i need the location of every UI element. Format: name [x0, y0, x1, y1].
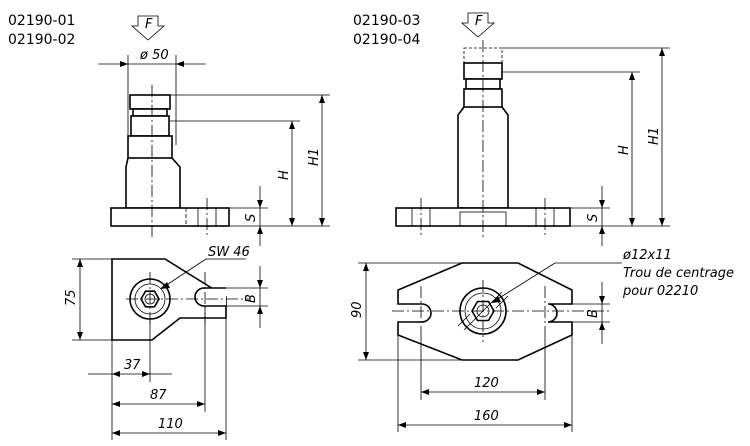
right-dim-120-text: 120 — [474, 376, 499, 391]
left-dim-75: 75 — [64, 258, 112, 341]
right-note-line2: pour 02210 — [622, 284, 698, 299]
left-code-2: 02190-02 — [8, 32, 75, 48]
left-dim-37-text: 37 — [124, 358, 141, 373]
right-front-view — [395, 40, 571, 240]
left-dim-S-text: S — [244, 214, 259, 222]
left-dim-H-text: H — [277, 170, 292, 180]
right-dim-90-text: 90 — [350, 301, 365, 318]
left-code-1: 02190-01 — [8, 13, 75, 29]
left-dim-sw: SW 46 — [160, 245, 250, 289]
left-dim-B: B — [226, 266, 268, 328]
right-force-label: F — [475, 14, 483, 29]
left-dim-SW-text: SW 46 — [208, 245, 250, 260]
left-top-view — [111, 258, 250, 341]
right-code-1: 02190-03 — [353, 13, 420, 29]
left-dim-B-text: B — [244, 294, 259, 303]
right-top-view — [392, 262, 610, 361]
right-dim-bore-text: ø12x11 — [622, 248, 672, 263]
left-dim-height: H1 H S — [170, 94, 330, 246]
left-dim-87-text: 87 — [150, 388, 167, 403]
right-dim-bore: ø12x11 Trou de centrage pour 02210 — [491, 248, 734, 303]
left-force-label: F — [145, 17, 153, 32]
right-dim-90: 90 — [350, 262, 462, 361]
right-dim-B-text: B — [586, 309, 601, 318]
left-dim-H1-text: H1 — [307, 148, 322, 166]
right-code-2: 02190-04 — [353, 32, 420, 48]
right-force-arrow-icon: F — [460, 12, 496, 38]
right-dim-height: H1 H S — [502, 47, 670, 246]
right-dim-widths: 120 160 — [397, 335, 573, 432]
right-dim-H1-text: H1 — [647, 127, 662, 145]
right-note-line1: Trou de centrage — [623, 266, 734, 281]
left-dim-widths: 37 87 110 — [88, 306, 227, 440]
left-force-arrow-icon: F — [130, 15, 166, 41]
right-dim-160-text: 160 — [474, 409, 499, 424]
right-dim-S-text: S — [586, 214, 601, 222]
left-dim-diameter: ø 50 — [98, 48, 206, 145]
left-front-view — [110, 85, 230, 240]
right-dim-H-text: H — [617, 145, 632, 155]
left-dim-110-text: 110 — [158, 417, 183, 432]
left-dim-75-text: 75 — [64, 289, 79, 306]
right-dim-B: B — [572, 282, 610, 344]
left-dim-diameter-text: ø 50 — [139, 48, 169, 63]
